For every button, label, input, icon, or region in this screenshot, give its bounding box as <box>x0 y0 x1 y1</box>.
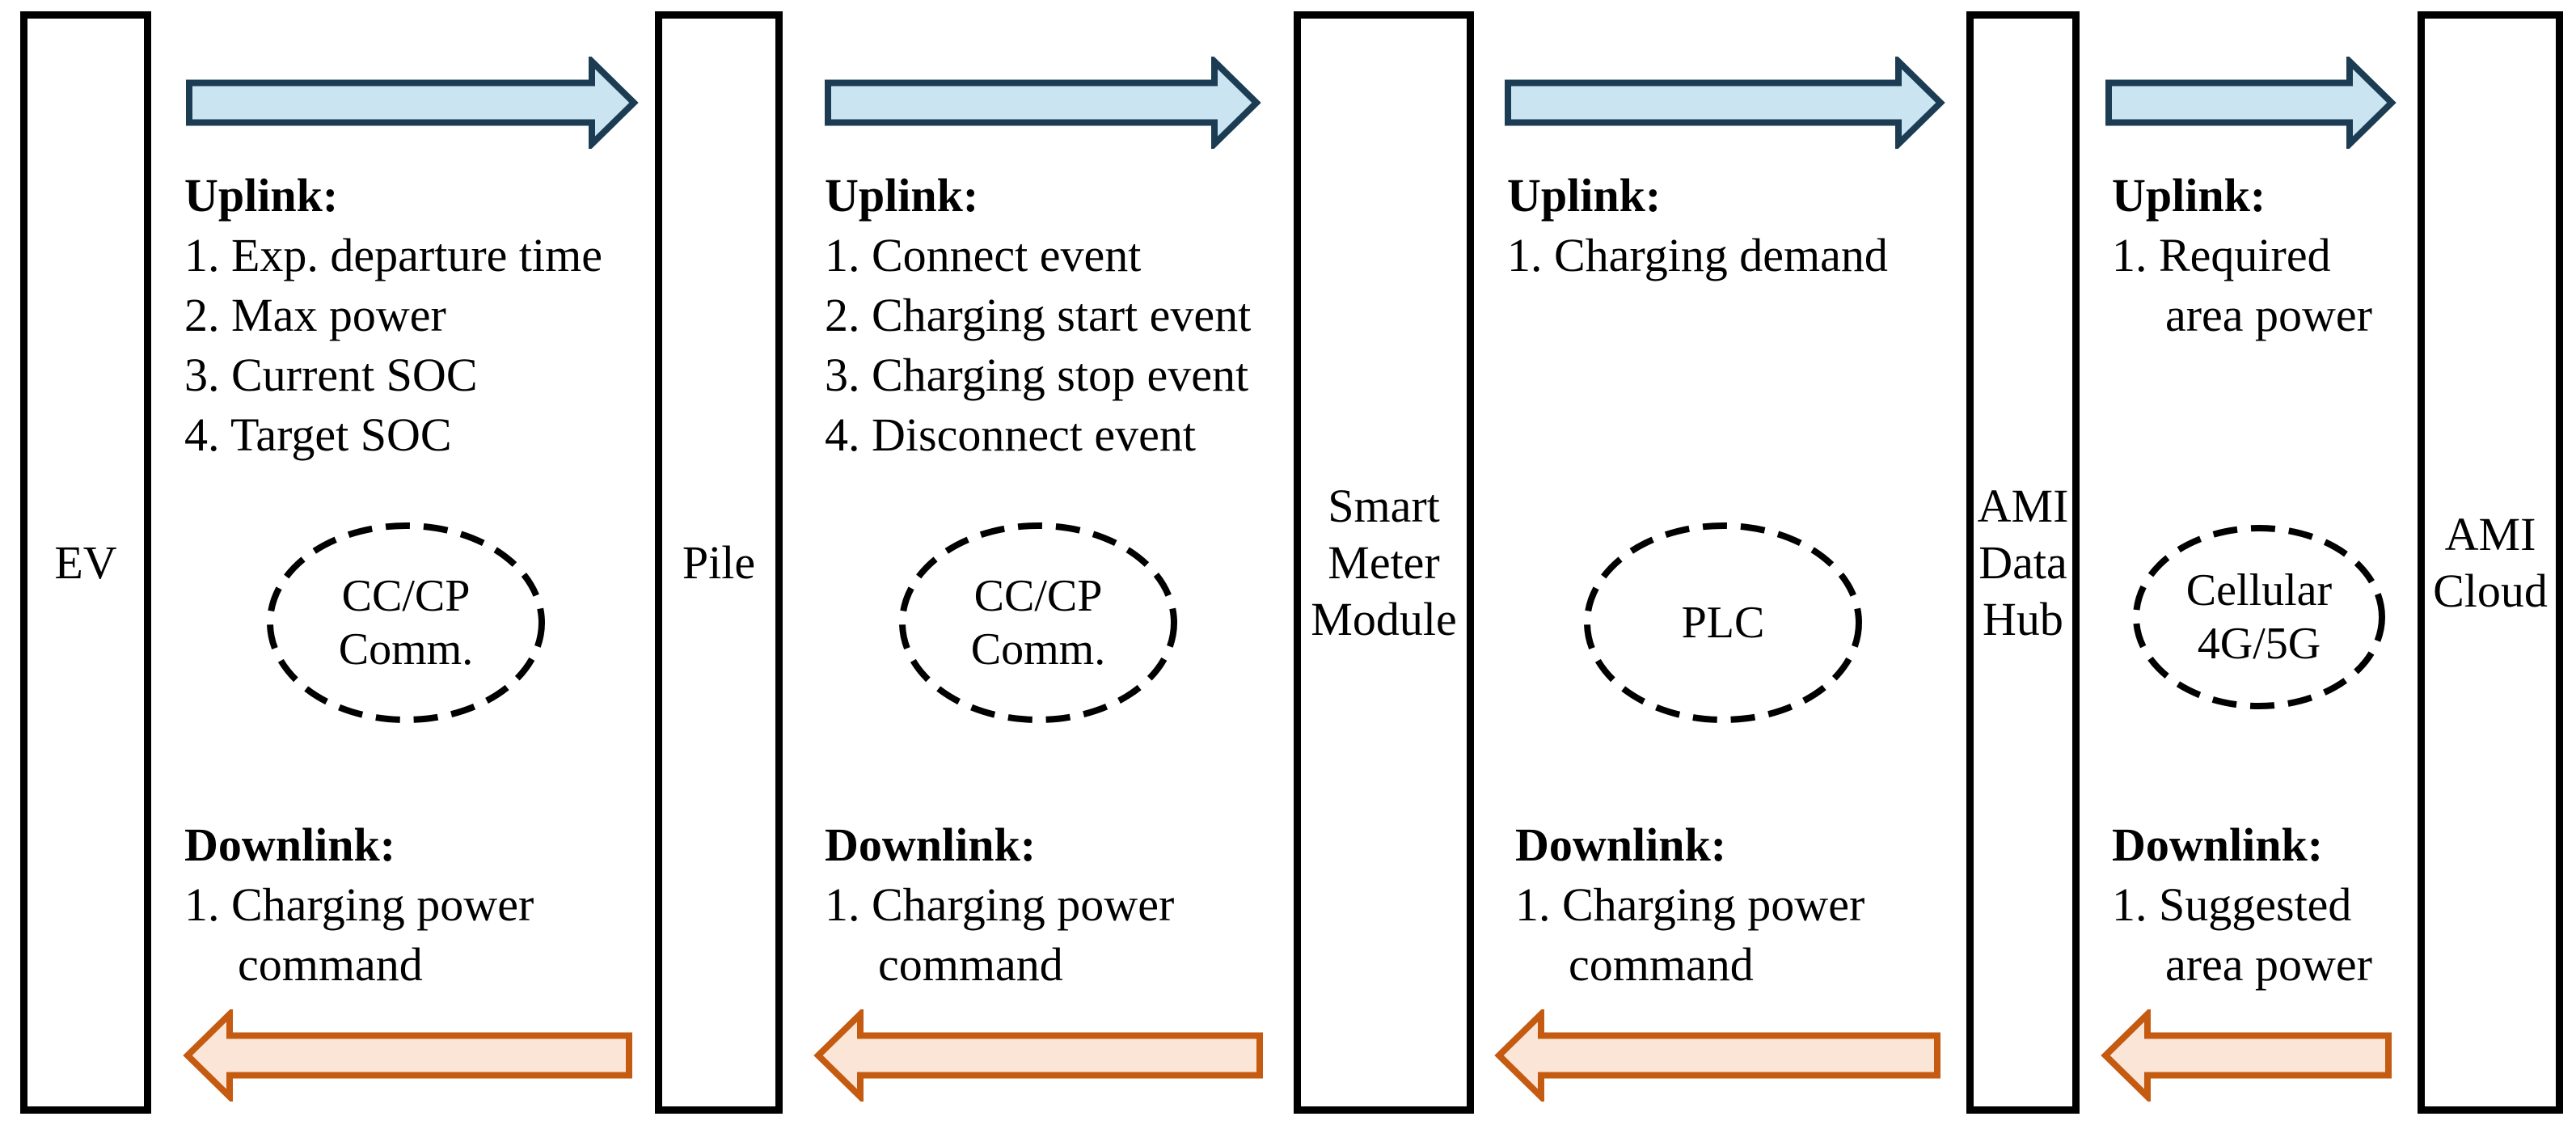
node-label-smart-meter-module: Smart Meter Module <box>1311 479 1457 645</box>
downlink-text-amihub-smm: Downlink: 1. Charging power command <box>1515 815 1864 995</box>
uplink-item: 2. Max power <box>184 289 446 341</box>
dashed-ellipse <box>899 522 1177 723</box>
uplink-title: Uplink: <box>825 169 979 222</box>
uplink-title: Uplink: <box>184 169 339 222</box>
downlink-title: Downlink: <box>2112 818 2324 871</box>
uplink-text-amihub-amicloud: Uplink: 1. Required area power <box>2112 166 2372 345</box>
node-label-ami-data-hub: AMI Data Hub <box>1977 479 2069 645</box>
downlink-text-smm-pile: Downlink: 1. Charging power command <box>825 815 1174 995</box>
node-box-pile: Pile <box>655 11 783 1114</box>
medium-label: CC/CP Comm. <box>970 571 1106 675</box>
uplink-text-pile-smm: Uplink: 1. Connect event 2. Charging sta… <box>825 166 1251 465</box>
uplink-item: 2. Charging start event <box>825 289 1252 341</box>
downlink-item: 1. Charging power <box>184 878 534 931</box>
downlink-text-amicloud-amihub: Downlink: 1. Suggested area power <box>2112 815 2372 995</box>
uplink-item: 1. Exp. departure time <box>184 229 602 281</box>
uplink-arrow-pile-smm <box>825 57 1261 149</box>
uplink-text-smm-amihub: Uplink: 1. Charging demand <box>1507 166 1888 285</box>
downlink-item: 1. Suggested <box>2112 878 2352 931</box>
downlink-arrow-amihub-smm <box>1494 1009 1940 1102</box>
node-label-pile: Pile <box>682 535 756 589</box>
downlink-item: 1. Charging power <box>1515 878 1865 931</box>
node-box-ev: EV <box>20 11 151 1114</box>
dashed-ellipse <box>2133 525 2385 709</box>
downlink-arrow-amicloud-amihub <box>2101 1009 2392 1102</box>
downlink-item: area power <box>2165 938 2372 991</box>
medium-label: CC/CP Comm. <box>338 571 474 675</box>
uplink-item: 3. Current SOC <box>184 349 478 401</box>
medium-ellipse-cccp-2: CC/CP Comm. <box>896 519 1180 726</box>
uplink-arrow-smm-amihub <box>1505 57 1945 149</box>
uplink-item: 1. Connect event <box>825 229 1142 281</box>
downlink-item: 1. Charging power <box>825 878 1175 931</box>
downlink-item: command <box>1569 938 1754 991</box>
node-box-ami-data-hub: AMI Data Hub <box>1966 11 2080 1114</box>
uplink-arrow-ev-pile <box>186 57 639 149</box>
uplink-item: 4. Disconnect event <box>825 408 1197 461</box>
medium-label: PLC <box>1681 598 1765 648</box>
uplink-item: 1. Required <box>2112 229 2331 281</box>
downlink-title: Downlink: <box>1515 818 1727 871</box>
uplink-text-ev-pile: Uplink: 1. Exp. departure time 2. Max po… <box>184 166 602 465</box>
uplink-title: Uplink: <box>2112 169 2266 222</box>
downlink-text-ev-pile: Downlink: 1. Charging power command <box>184 815 534 995</box>
node-box-ami-cloud: AMI Cloud <box>2418 11 2563 1114</box>
dashed-ellipse <box>1584 522 1862 723</box>
medium-label: Cellular 4G/5G <box>2185 565 2333 669</box>
uplink-item: 4. Target SOC <box>184 408 452 461</box>
medium-ellipse-plc: PLC <box>1581 519 1865 726</box>
node-label-ev: EV <box>54 535 117 589</box>
node-box-smart-meter-module: Smart Meter Module <box>1294 11 1474 1114</box>
medium-ellipse-cellular: Cellular 4G/5G <box>2130 522 2388 713</box>
uplink-arrow-amihub-amicloud <box>2105 57 2397 149</box>
downlink-arrow-smm-pile <box>813 1009 1263 1102</box>
downlink-title: Downlink: <box>184 818 396 871</box>
downlink-arrow-pile-ev <box>183 1009 632 1102</box>
node-label-ami-cloud: AMI Cloud <box>2433 507 2548 617</box>
downlink-title: Downlink: <box>825 818 1037 871</box>
uplink-item: area power <box>2165 289 2372 341</box>
uplink-title: Uplink: <box>1507 169 1662 222</box>
uplink-item: 3. Charging stop event <box>825 349 1249 401</box>
uplink-item: 1. Charging demand <box>1507 229 1888 281</box>
dashed-ellipse <box>267 522 545 723</box>
medium-ellipse-cccp-1: CC/CP Comm. <box>264 519 548 726</box>
downlink-item: command <box>878 938 1063 991</box>
downlink-item: command <box>238 938 423 991</box>
